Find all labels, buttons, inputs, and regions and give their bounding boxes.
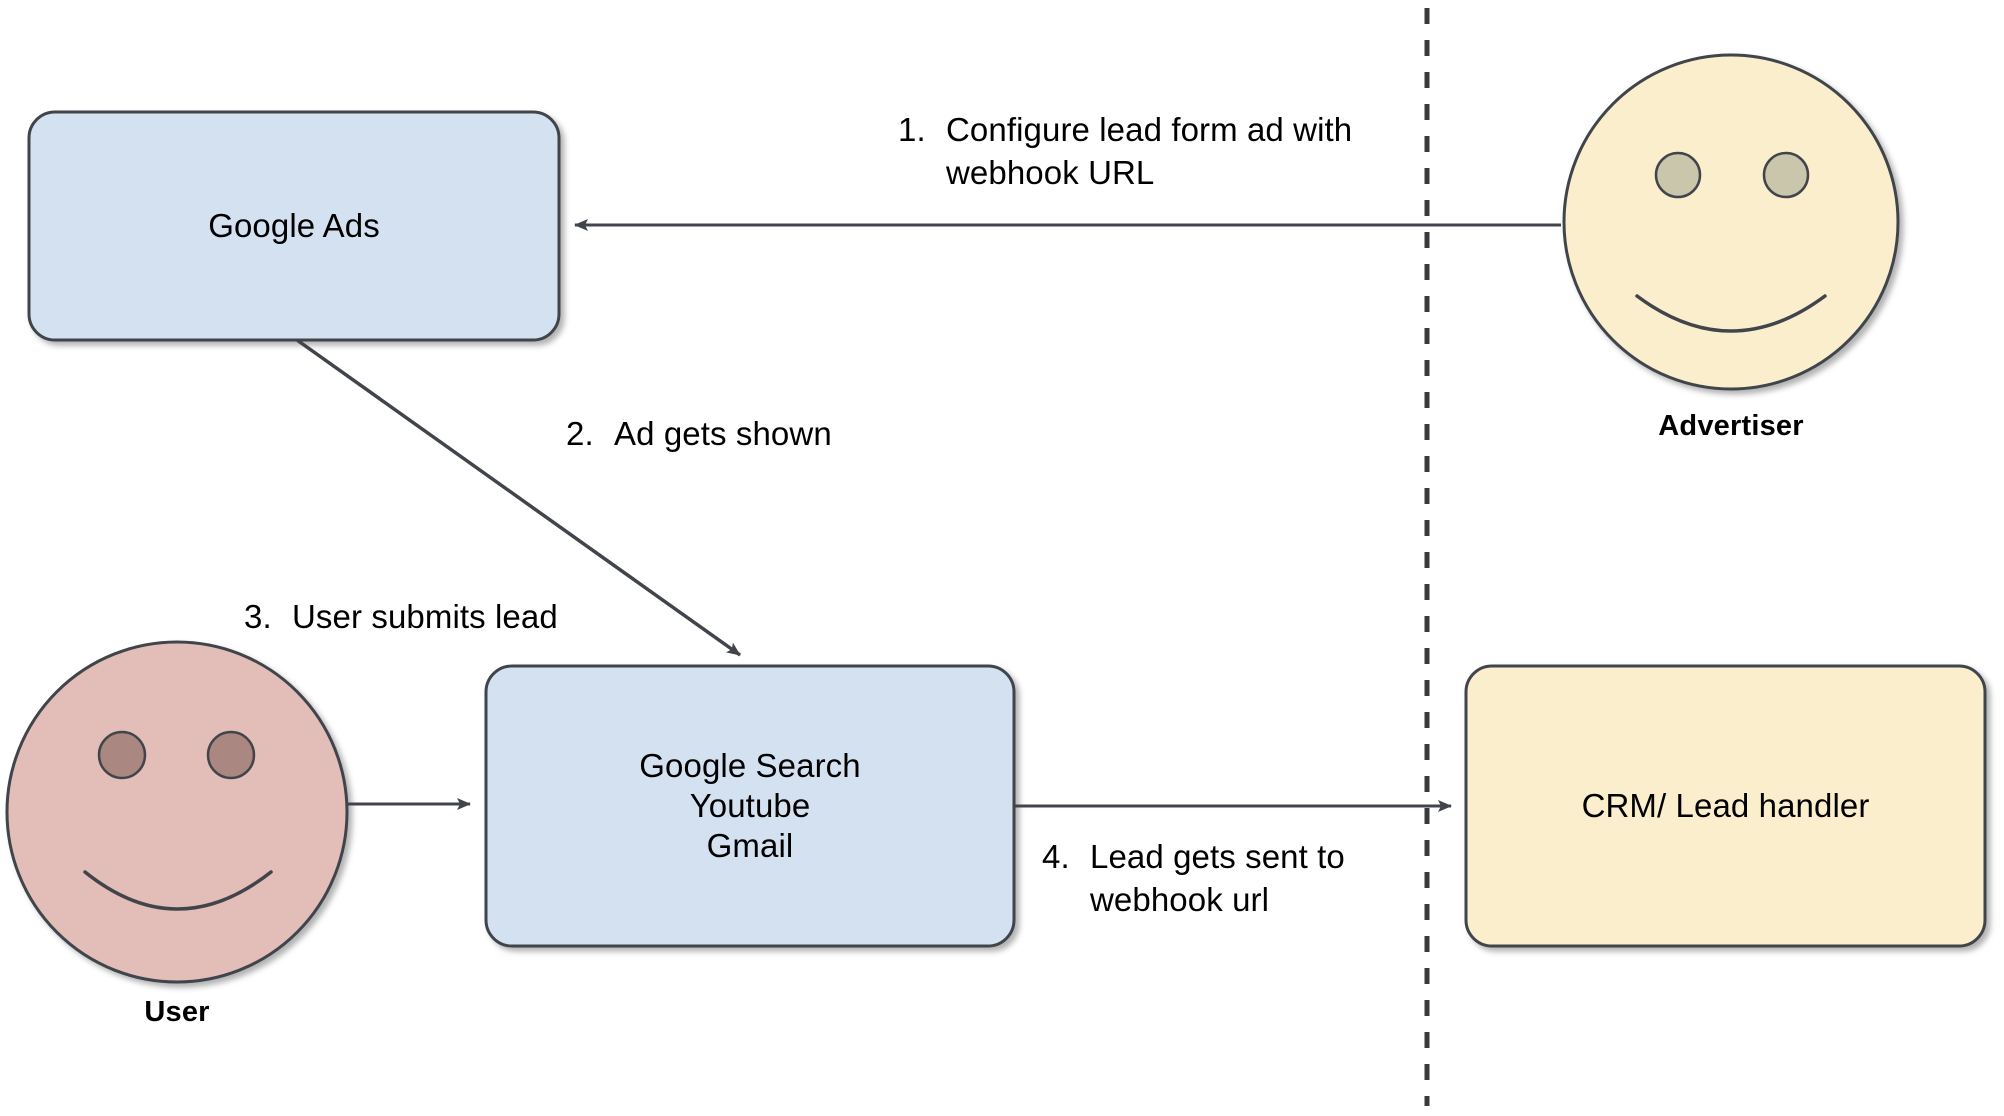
advertiser-left-eye-icon — [1654, 151, 1702, 199]
step-1-text: Configure lead form ad with webhook URL — [946, 111, 1353, 191]
advertiser-right-eye-icon — [1762, 151, 1810, 199]
user-right-eye-icon — [206, 730, 256, 780]
step-4-text: Lead gets sent to webhook url — [1090, 838, 1345, 918]
user-left-eye-icon — [97, 730, 147, 780]
step-1-label: 1. Configure lead form ad with webhook UR… — [898, 108, 1352, 194]
node-google-ads-label: Google Ads — [208, 207, 380, 244]
user-face-icon — [5, 640, 349, 984]
actor-advertiser[interactable] — [1562, 53, 1900, 391]
step-4-number: 4. — [1042, 838, 1070, 875]
node-google-surfaces-label: Google Search Youtube Gmail — [639, 747, 861, 864]
step-2-text: Ad gets shown — [614, 415, 832, 452]
actor-user[interactable] — [5, 640, 349, 984]
step-3-number: 3. — [244, 598, 272, 635]
step-2-label: 2. Ad gets shown — [566, 412, 832, 455]
step-3-text: User submits lead — [292, 598, 558, 635]
user-smile-icon — [83, 870, 273, 911]
actor-advertiser-caption: Advertiser — [1658, 410, 1804, 442]
step-3-label: 3. User submits lead — [244, 595, 558, 638]
step-4-label: 4. Lead gets sent to webhook url — [1042, 835, 1345, 921]
node-crm-label: CRM/ Lead handler — [1581, 787, 1870, 824]
actor-user-caption: User — [144, 996, 210, 1028]
advertiser-smile-icon — [1635, 294, 1827, 333]
advertiser-face-icon — [1562, 53, 1900, 391]
step-1-number: 1. — [898, 111, 926, 148]
step-2-number: 2. — [566, 415, 594, 452]
